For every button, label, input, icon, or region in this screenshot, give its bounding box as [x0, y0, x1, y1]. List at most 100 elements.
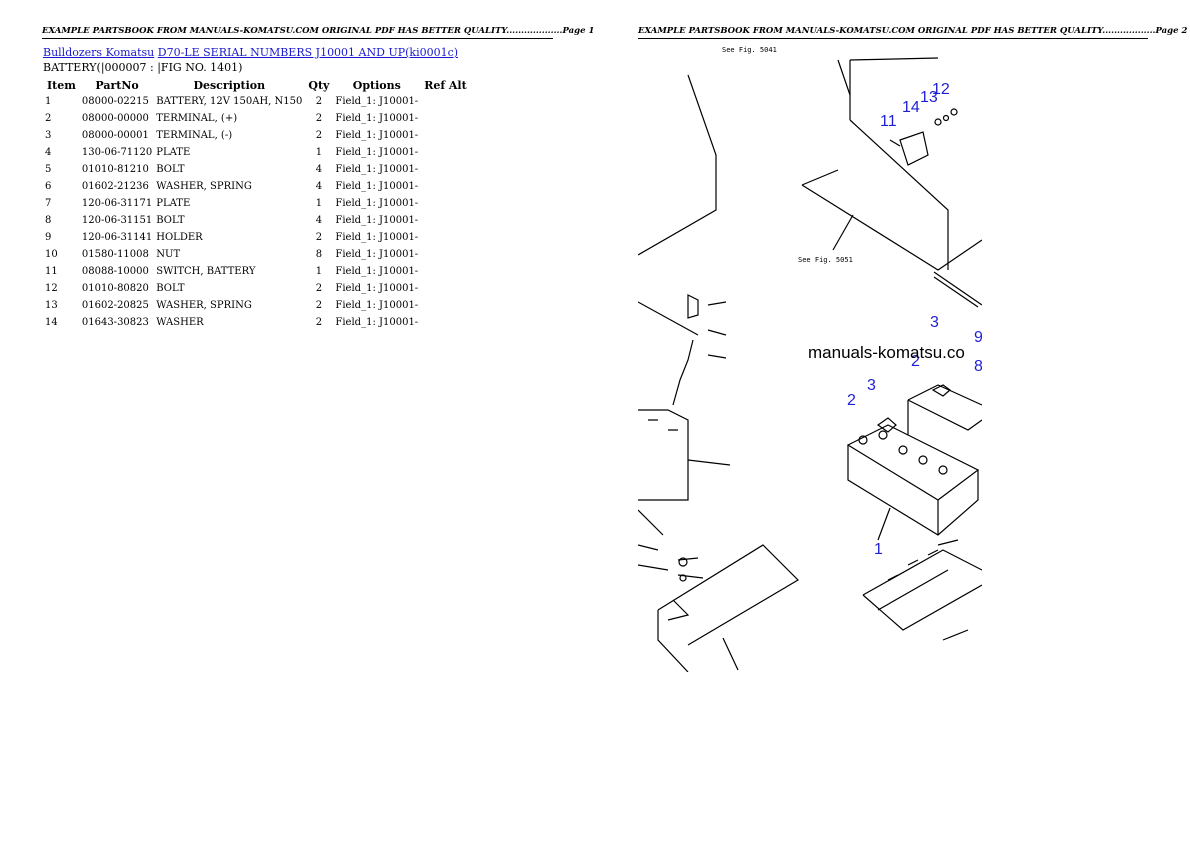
cell-partno: 120-06-31171: [81, 198, 153, 209]
callout-3-rear: 3: [930, 314, 939, 331]
cell-partno: 01643-30823: [81, 317, 149, 328]
cell-item: 11: [45, 266, 58, 277]
cell-item: 10: [45, 249, 58, 260]
cell-ref-alt: [420, 297, 471, 314]
cell-description: PLATE: [156, 147, 191, 158]
cell-description: BATTERY, 12V 150AH, N150: [156, 96, 303, 107]
cell-description: BOLT: [156, 215, 185, 226]
cell-options: Field_1: J10001-: [335, 283, 419, 294]
cell-partno: 08000-00001: [81, 130, 149, 141]
cell-partno: 01010-80820: [81, 283, 149, 294]
cell-description: TERMINAL, (+): [156, 113, 238, 124]
callout-11: 11: [880, 113, 897, 130]
cell-partno: 01602-20825: [81, 300, 149, 311]
cell-qty: 1: [315, 147, 323, 158]
breadcrumb-link-category[interactable]: Bulldozers Komatsu: [43, 46, 155, 59]
breadcrumb-link-model[interactable]: D70-LE SERIAL NUMBERS J10001 AND UP(ki00…: [157, 46, 459, 59]
cell-qty: 2: [315, 96, 323, 107]
cell-partno: 01602-21236: [81, 181, 149, 192]
cell-item: 14: [45, 317, 58, 328]
cell-qty: 2: [315, 317, 323, 328]
cell-qty: 2: [315, 113, 323, 124]
parts-diagram: 12 14 13 11 3 9 2 8 3 2 1 manuals-komats…: [638, 40, 982, 672]
exploded-view-drawing: 12 14 13 11 3 9 2 8 3 2 1 manuals-komats…: [638, 46, 982, 672]
cell-ref-alt: [420, 178, 471, 195]
cell-partno: 08088-10000: [81, 266, 149, 277]
cell-partno: 120-06-31141: [81, 232, 153, 243]
cell-description: PLATE: [156, 198, 191, 209]
cell-options: Field_1: J10001-: [335, 300, 419, 311]
cell-qty: 1: [315, 198, 323, 209]
col-header-partno: PartNo: [95, 78, 139, 92]
cell-options: Field_1: J10001-: [335, 266, 419, 277]
cell-item: 7: [45, 198, 52, 209]
cell-options: Field_1: J10001-: [335, 317, 419, 328]
cell-partno: 08000-00000: [81, 113, 149, 124]
cell-description: BOLT: [156, 164, 185, 175]
cell-qty: 2: [315, 232, 323, 243]
cell-qty: 2: [315, 130, 323, 141]
col-header-qty: Qty: [308, 78, 330, 92]
cell-options: Field_1: J10001-: [335, 181, 419, 192]
watermark-text: manuals-komatsu.co: [808, 343, 965, 362]
table-row: 2 08000-00000 TERMINAL, (+) 2 Field_1: J1000…: [43, 110, 471, 127]
cell-ref-alt: [420, 195, 471, 212]
cell-ref-alt: [420, 246, 471, 263]
cell-options: Field_1: J10001-: [335, 249, 419, 260]
figure-subtitle: BATTERY(|000007 : |FIG NO. 1401): [43, 61, 243, 74]
cell-partno: 08000-02215: [81, 96, 149, 107]
cell-item: 5: [45, 164, 52, 175]
page-1-header: EXAMPLE PARTSBOOK FROM MANUALS-KOMATSU.C…: [42, 26, 594, 39]
callout-8: 8: [974, 358, 982, 375]
figure-reference-top: See Fig. 5041: [722, 46, 777, 54]
cell-qty: 2: [315, 283, 323, 294]
cell-description: WASHER, SPRING: [156, 181, 252, 192]
col-header-item: Item: [47, 78, 76, 92]
cell-partno: 120-06-31151: [81, 215, 153, 226]
callout-14: 14: [902, 99, 920, 116]
callout-3-front: 3: [867, 377, 876, 394]
cell-ref-alt: [420, 212, 471, 229]
parts-table: Item PartNo Description Qty Options Ref …: [43, 77, 471, 331]
cell-partno: 130-06-71120: [81, 147, 153, 158]
cell-qty: 8: [315, 249, 323, 260]
cell-description: HOLDER: [156, 232, 203, 243]
callout-1: 1: [874, 541, 883, 558]
cell-item: 2: [45, 113, 52, 124]
callout-labels: 12 14 13 11 3 9 2 8 3 2 1: [847, 81, 982, 558]
cell-qty: 4: [315, 215, 323, 226]
page-2-header: EXAMPLE PARTSBOOK FROM MANUALS-KOMATSU.C…: [638, 26, 1187, 39]
cell-ref-alt: [420, 110, 471, 127]
col-header-description: Description: [193, 78, 266, 92]
callout-13: 13: [920, 89, 938, 106]
cell-options: Field_1: J10001-: [335, 232, 419, 243]
cell-item: 3: [45, 130, 52, 141]
cell-description: TERMINAL, (-): [156, 130, 233, 141]
cell-ref-alt: [420, 229, 471, 246]
col-header-ref-alt: Ref Alt: [424, 78, 467, 92]
cell-ref-alt: [420, 314, 471, 331]
breadcrumb: Bulldozers Komatsu D70-LE SERIAL NUMBERS…: [43, 46, 458, 59]
cell-options: Field_1: J10001-: [335, 113, 419, 124]
callout-12: 12: [932, 81, 950, 98]
cell-qty: 4: [315, 164, 323, 175]
cell-ref-alt: [420, 93, 471, 110]
cell-options: Field_1: J10001-: [335, 198, 419, 209]
cell-item: 8: [45, 215, 52, 226]
cell-ref-alt: [420, 144, 471, 161]
cell-qty: 2: [315, 300, 323, 311]
cell-description: SWITCH, BATTERY: [156, 266, 256, 277]
cell-item: 4: [45, 147, 52, 158]
callout-2-front: 2: [847, 392, 856, 409]
